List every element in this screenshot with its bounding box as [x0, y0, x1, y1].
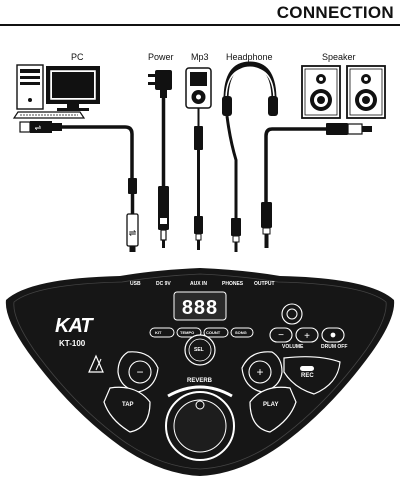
- brand-logo: KAT: [55, 315, 93, 337]
- mode-buttons: [149, 327, 254, 338]
- label-speaker: Speaker: [322, 52, 356, 62]
- pc-icon: [12, 64, 100, 119]
- svg-text:⇌: ⇌: [35, 123, 42, 132]
- label-headphone: Headphone: [226, 52, 273, 62]
- tempo-label: TEMPO: [180, 330, 195, 335]
- minus-label: −: [136, 365, 143, 379]
- port-dc9v-label: DC 9V: [156, 281, 171, 287]
- label-power: Power: [148, 52, 174, 62]
- plus-button[interactable]: +: [241, 351, 283, 393]
- kit-label: KIT: [155, 330, 162, 335]
- volume-label: VOLUME: [282, 344, 304, 350]
- tap-label: TAP: [122, 402, 134, 408]
- play-label: PLAY: [263, 402, 279, 408]
- volume-minus: −: [278, 330, 284, 341]
- volume-plus: +: [304, 331, 310, 342]
- song-label: SONG: [235, 330, 247, 335]
- metronome-icon: [88, 354, 104, 373]
- drum-off-label: DRUM OFF: [321, 344, 348, 350]
- minus-button[interactable]: −: [117, 351, 159, 393]
- speaker-left-icon: [301, 65, 341, 119]
- port-phones-label: PHONES: [222, 281, 244, 287]
- play-button[interactable]: [249, 386, 297, 433]
- port-output-label: OUTPUT: [254, 281, 275, 287]
- mp3-player-icon: [185, 67, 212, 250]
- count-label: COUNT: [206, 330, 221, 335]
- usb-cable: ⇌ ⇌: [19, 121, 139, 252]
- rec-button[interactable]: [283, 356, 341, 395]
- volume-buttons: − +: [269, 303, 345, 343]
- led-display: 888: [173, 291, 227, 321]
- reverb-label: REVERB: [187, 378, 213, 384]
- sel-button[interactable]: [184, 334, 216, 366]
- display-digits: 888: [182, 297, 218, 319]
- headphone-icon: [222, 61, 278, 252]
- port-aux-in-label: AUX IN: [190, 281, 207, 287]
- model-name: KT-100: [59, 339, 86, 348]
- speaker-cable: [261, 123, 372, 248]
- plus-label: +: [256, 365, 263, 379]
- tap-button[interactable]: [103, 386, 151, 433]
- sel-label: SEL: [194, 347, 204, 353]
- port-usb-label: USB: [130, 281, 141, 287]
- svg-text:⇌: ⇌: [129, 228, 137, 238]
- speaker-right-icon: [346, 65, 386, 119]
- reverb-knob[interactable]: [165, 385, 235, 461]
- power-adapter-icon: [148, 70, 172, 248]
- rec-label: REC: [301, 373, 314, 379]
- label-mp3: Mp3: [191, 52, 209, 62]
- title-divider: [0, 24, 400, 26]
- page-title: CONNECTION: [276, 3, 394, 22]
- label-pc: PC: [71, 52, 84, 62]
